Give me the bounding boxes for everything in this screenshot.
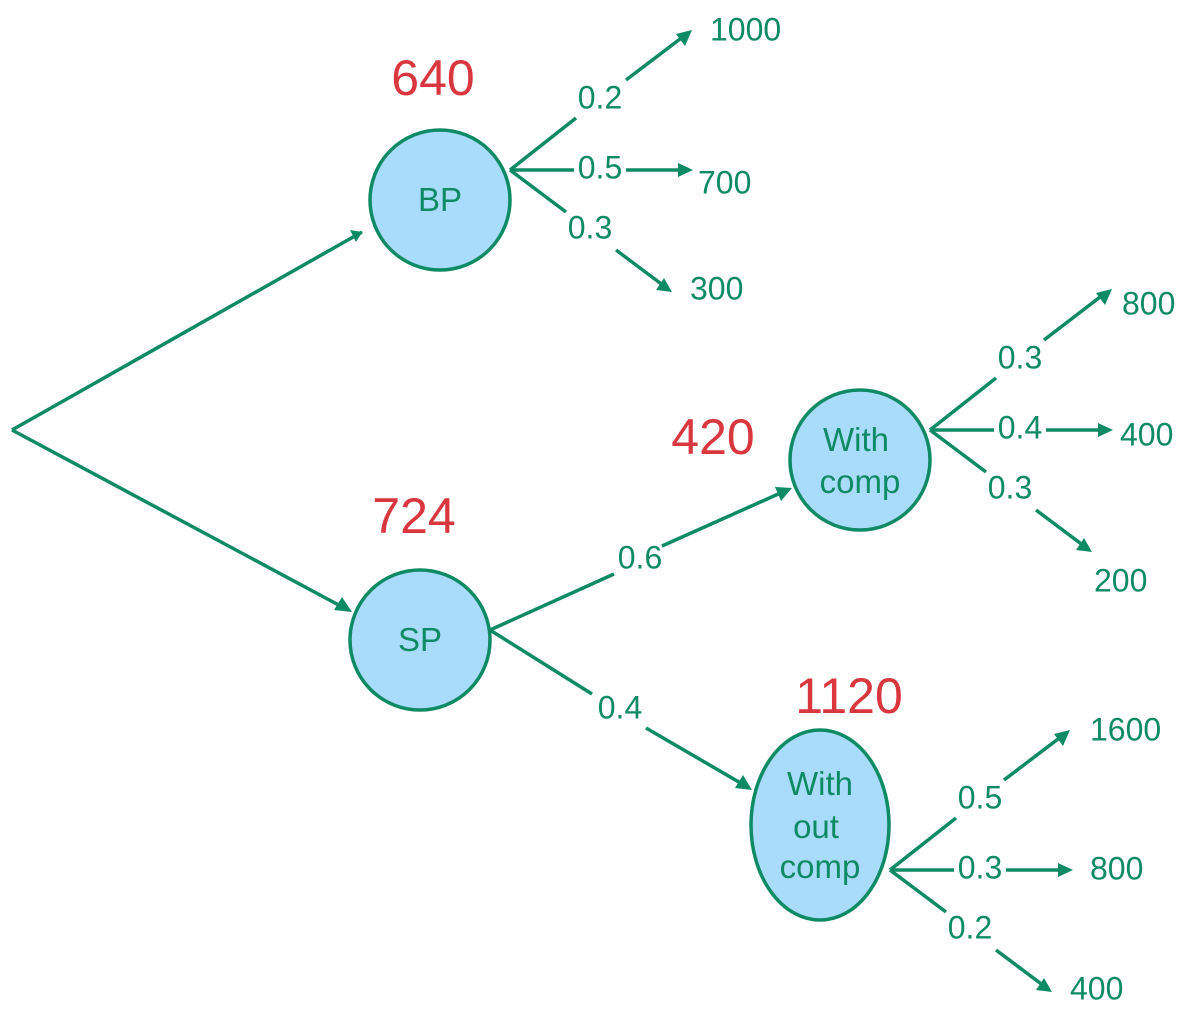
arrowhead-without-comp-outcome-2 [1058,863,1073,877]
prob-without-comp-outcome-2: 0.3 [958,849,1002,885]
ev-bp: 640 [391,50,474,106]
value-bp-outcome-1: 1000 [710,11,781,47]
node-sp: SP [348,568,492,712]
value-without-comp-outcome-1: 1600 [1090,711,1161,747]
arrowhead-sp [334,597,352,612]
node-without-comp-label-1: With [787,765,853,802]
value-with-comp-outcome-3: 200 [1094,562,1147,598]
edge-bp-outcome-1 [508,116,578,172]
node-with-comp-label-1: With [823,421,889,458]
edge-root-to-bp [11,230,363,432]
prob-sp-with-comp: 0.6 [618,539,662,575]
node-bp-circle [368,128,512,272]
edge-with-comp-outcome-1 [928,376,998,432]
arrowhead-with-comp-outcome-2 [1098,423,1113,437]
value-with-comp-outcome-1: 800 [1122,285,1175,321]
node-sp-label: SP [398,621,442,658]
arrowhead-with-comp-outcome-3 [1076,538,1092,552]
ev-without-comp: 1120 [795,668,903,724]
edge-bp-outcome-1b [624,34,686,82]
edge-with-comp-outcome-3 [928,428,988,474]
bp-outcomes: 0.2 1000 0.5 700 0.3 300 [508,11,781,306]
node-with-comp-label-2: comp [820,463,901,500]
node-bp: BP [368,128,512,272]
arrowhead-with-comp-outcome-1 [1096,289,1112,305]
value-bp-outcome-2: 700 [698,164,751,200]
edge-root-to-sp [11,428,349,612]
edge-with-comp-outcome-1b [1042,292,1106,342]
edge-without-comp-outcome-1b [1002,734,1064,782]
edge-without-comp-outcome-3b [994,948,1046,988]
arrowhead-bp [350,230,362,242]
arrowhead-without-comp-outcome-3 [1036,978,1052,992]
edge-sp-to-with-comp [489,572,615,632]
node-bp-label: BP [418,181,462,218]
prob-with-comp-outcome-2: 0.4 [998,409,1042,445]
edge-without-comp-outcome-1 [888,816,958,872]
prob-with-comp-outcome-3: 0.3 [988,469,1032,505]
arrowhead-bp-outcome-3 [656,278,672,292]
arrowhead-without-comp-outcome-1 [1054,730,1070,746]
value-with-comp-outcome-2: 400 [1120,416,1173,452]
edge-sp-to-without-comp-2 [645,726,745,787]
value-without-comp-outcome-2: 800 [1090,850,1143,886]
node-with-comp: With comp [788,388,932,532]
with-comp-outcomes: 0.3 800 0.4 400 0.3 200 [928,285,1175,598]
edge-bp-outcome-3 [508,168,568,214]
node-without-comp-label-3: comp [780,848,861,885]
arrowhead-bp-outcome-1 [676,30,692,46]
without-comp-outcomes: 0.5 1600 0.3 800 0.2 400 [888,711,1161,1006]
node-without-comp-label-2: out [793,808,839,845]
prob-without-comp-outcome-3: 0.2 [948,909,992,945]
prob-bp-outcome-2: 0.5 [578,149,622,185]
value-without-comp-outcome-3: 400 [1070,970,1123,1006]
edge-sp-to-with-comp-2 [661,489,786,548]
edge-bp-outcome-3b [614,248,666,288]
node-without-comp-ellipse [749,728,891,922]
prob-with-comp-outcome-1: 0.3 [998,339,1042,375]
node-with-comp-circle [788,388,932,532]
node-sp-circle [348,568,492,712]
edge-sp-to-without-comp [489,628,593,696]
edge-without-comp-outcome-3 [888,868,948,914]
node-without-comp: With out comp [749,728,891,922]
arrowhead-with-comp [775,487,792,501]
ev-with-comp: 420 [671,409,754,465]
arrowhead-bp-outcome-2 [678,163,693,177]
arrowhead-without-comp [735,775,752,790]
prob-without-comp-outcome-1: 0.5 [958,779,1002,815]
value-bp-outcome-3: 300 [690,270,743,306]
prob-bp-outcome-1: 0.2 [578,79,622,115]
ev-sp: 724 [372,488,455,544]
edge-with-comp-outcome-3b [1034,508,1086,548]
prob-sp-without-comp: 0.4 [598,689,642,725]
prob-bp-outcome-3: 0.3 [568,209,612,245]
